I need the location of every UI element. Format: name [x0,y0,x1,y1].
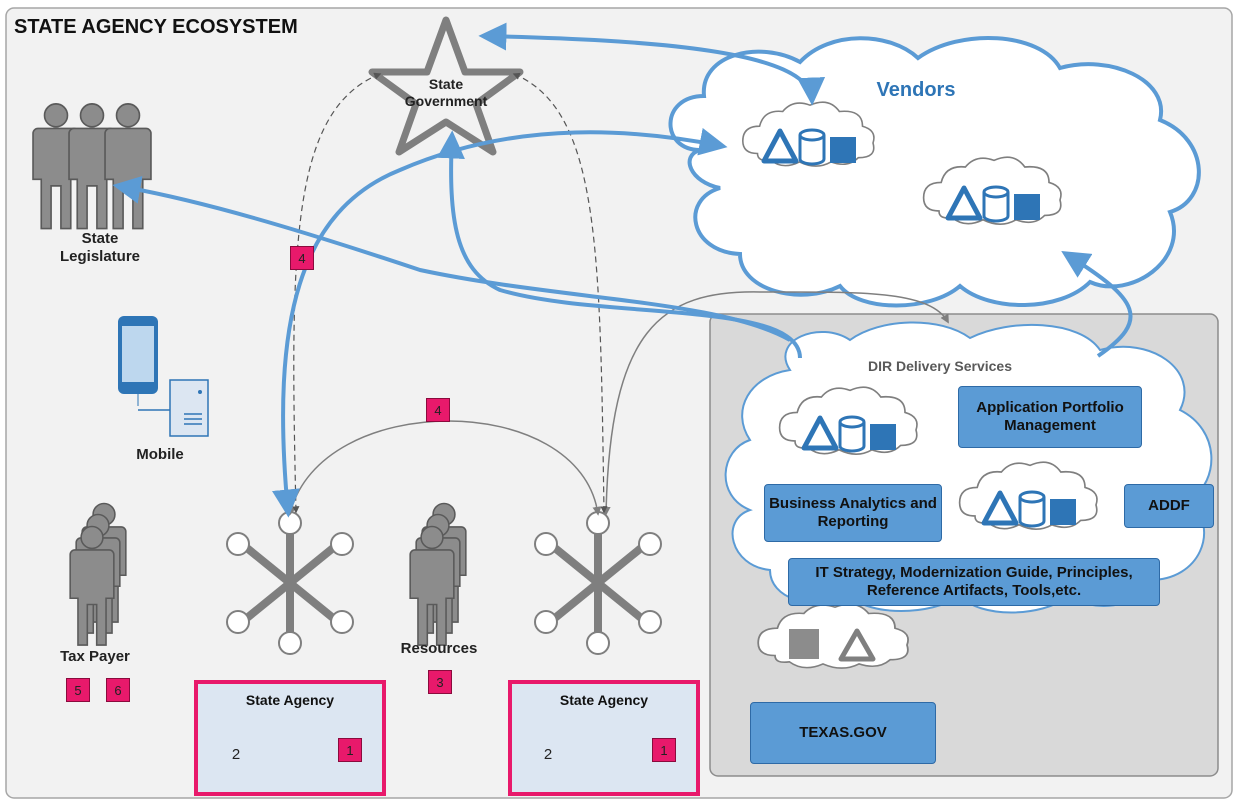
it-strategy-box: IT Strategy, Modernization Guide, Princi… [788,558,1160,606]
agency-right-triangle-number: 2 [543,746,553,763]
mobile-label: Mobile [136,446,184,463]
resources-badge: 3 [428,670,452,694]
agency-link-badge: 4 [426,398,450,422]
state-legislature-label: State Legislature [60,230,141,265]
resources-label: Resources [400,640,478,657]
agency-right-badge: 1 [652,738,676,762]
vendors-label: Vendors [876,79,956,101]
gov-vendors-arrow [478,22,826,106]
state-government-label: State Government [404,76,488,109]
dir-to-legislature-arrow [112,175,791,342]
legislature-flow-badge: 4 [290,246,314,270]
gray-cloud [757,603,909,669]
page-title: STATE AGENCY ECOSYSTEM [14,16,298,38]
tax-payer-badge-5: 5 [66,678,90,702]
addf-box: ADDF [1124,484,1214,528]
state-agency-title: State Agency [559,692,649,708]
texas-gov-box: TEXAS.GOV [750,702,936,764]
dir-delivery-services-label: DIR Delivery Services [868,358,1012,374]
tax-payer-label: Tax Payer [60,648,130,665]
application-portfolio-box: Application Portfolio Management [958,386,1142,448]
agency-left-triangle-number: 2 [231,746,241,763]
agency-to-vendors-arrow [271,127,728,518]
business-analytics-box: Business Analytics and Reporting [764,484,942,542]
agency-left-badge: 1 [338,738,362,762]
tax-payer-badge-6: 6 [106,678,130,702]
mobile-icon [118,316,209,437]
state-agency-title: State Agency [245,692,335,708]
dir-to-vendors-arrow [1061,251,1133,358]
